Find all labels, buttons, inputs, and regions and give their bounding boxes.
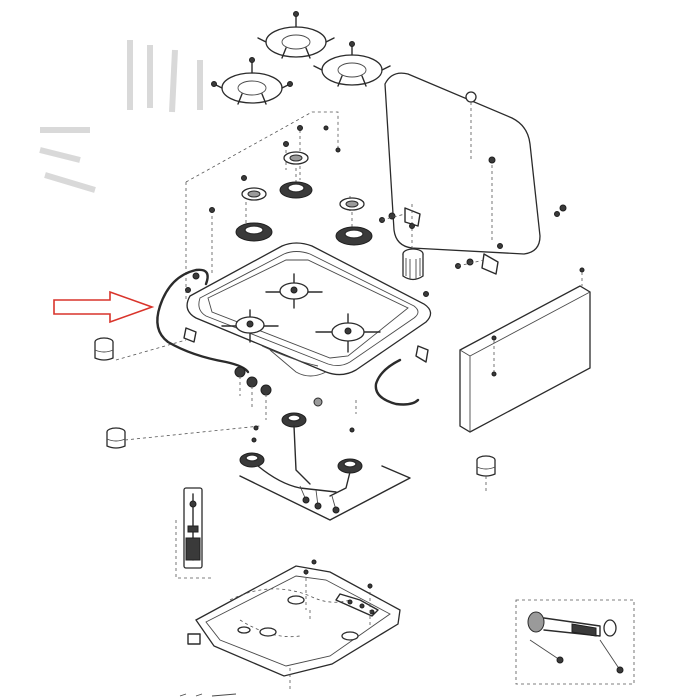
burner-spider-left (221, 309, 279, 343)
rubber-foot-left-upper (94, 337, 114, 361)
pan-support-top (257, 11, 335, 59)
pan-support-left (211, 57, 293, 105)
glass-lid (384, 72, 567, 255)
burner-crown-left (235, 222, 273, 242)
background-ghost (39, 40, 203, 193)
injector-detail-inset (515, 599, 635, 685)
indicator-arrow-shape (53, 290, 155, 324)
valve-set (234, 366, 357, 420)
burner-crown-centre (279, 181, 313, 199)
gasket-seal (156, 268, 429, 406)
pan-support-right (313, 41, 391, 87)
burner-spider-right (315, 313, 381, 353)
burner-ring-right (339, 197, 365, 211)
burner-ring-left (241, 187, 267, 201)
lower-burner-assembly (239, 412, 411, 521)
screw-set-top (209, 125, 415, 229)
foot-guide-lines (115, 339, 487, 492)
hob-top-plate (186, 242, 432, 377)
burner-spider-top (265, 273, 323, 309)
control-knob-spare (402, 248, 424, 281)
lid-hinge-upper (379, 207, 421, 227)
ignition-electrode (175, 487, 212, 579)
burner-ring-small (283, 151, 309, 165)
rubber-foot-left-lower (106, 427, 126, 449)
rubber-foot-right (476, 455, 496, 477)
lid-hinge-lower (455, 253, 499, 275)
burner-crown-right (335, 226, 373, 246)
side-panel (459, 267, 591, 433)
bottom-edge-marks (179, 693, 237, 697)
indicator-arrow (53, 290, 155, 324)
base-plate (187, 559, 401, 690)
